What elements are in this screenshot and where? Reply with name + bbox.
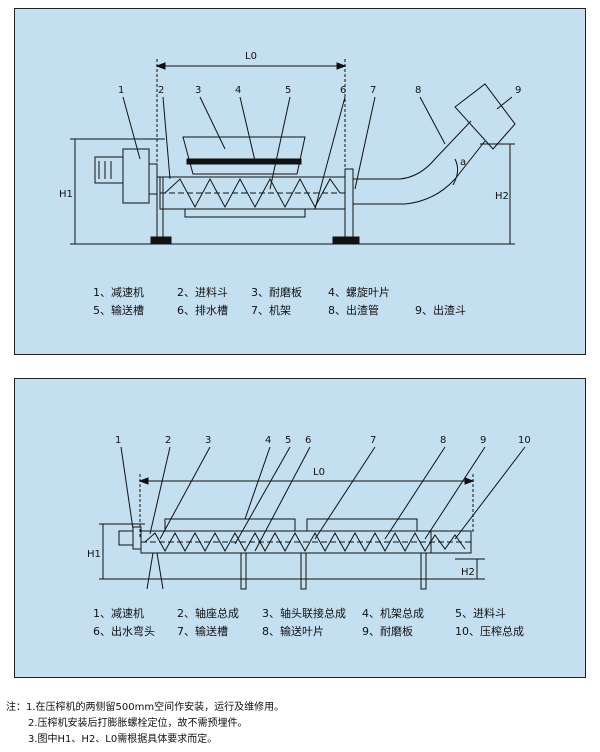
angle-label: a — [460, 157, 466, 168]
l0-label: L0 — [313, 467, 325, 478]
screw-press-diagram-panel: L0 H1 H2 1 2 3 4 5 6 7 8 9 10 1、减速机 2、轴座… — [14, 378, 586, 678]
callout-8: 8 — [415, 85, 421, 96]
legend-item: 6、排水槽 — [177, 304, 228, 317]
callout-4: 4 — [235, 85, 241, 96]
drain-trough — [184, 208, 306, 218]
l0-arrow-right — [336, 62, 347, 70]
callout-4: 4 — [265, 435, 271, 446]
callout-8: 8 — [440, 435, 446, 446]
feed-hopper-left — [164, 518, 296, 532]
callout-7: 7 — [370, 85, 376, 96]
callout-6: 6 — [340, 85, 346, 96]
bottom-legend: 1、减速机 2、轴座总成 3、轴头联接总成 4、机架总成 5、进料斗 6、出水弯… — [15, 379, 585, 677]
callout-1: 1 — [118, 85, 124, 96]
callout-1: 1 — [115, 435, 121, 446]
note-line: 2.压榨机安装后打膨胀螺栓定位，故不需预埋件。 — [28, 718, 248, 729]
callout-2: 2 — [165, 435, 171, 446]
callout-9: 9 — [480, 435, 486, 446]
h1-label: H1 — [59, 189, 73, 200]
legend-item: 8、输送叶片 — [262, 625, 324, 638]
callout-5: 5 — [285, 435, 291, 446]
angle-arc — [452, 158, 459, 186]
legend-item: 3、轴头联接总成 — [262, 607, 346, 620]
l0-label: L0 — [245, 51, 257, 62]
installation-notes: 注：1.在压榨机的两侧留500mm空间作安装，运行及维修用。 2.压榨机安装后打… — [6, 700, 284, 748]
note-line: 3.图中H1、H2、L0需根据具体要求而定。 — [28, 734, 218, 745]
h2-label: H2 — [495, 191, 509, 202]
legend-item: 7、机架 — [251, 304, 291, 317]
h1-label: H1 — [87, 549, 101, 560]
screw-conveyor-drawing: L0 H1 H2 a 1 2 3 4 5 6 7 8 9 — [59, 51, 521, 245]
feed-hopper-right — [306, 518, 418, 532]
legend-item: 4、机架总成 — [362, 607, 424, 620]
discharge-hopper — [454, 83, 516, 150]
legend-item: 9、耐磨板 — [362, 625, 413, 638]
callout-10: 10 — [518, 435, 531, 446]
legend-item: 4、螺旋叶片 — [328, 286, 390, 299]
callout-7: 7 — [370, 435, 376, 446]
callout-3: 3 — [205, 435, 211, 446]
h2-label: H2 — [461, 567, 475, 578]
legend-item: 1、减速机 — [93, 286, 144, 299]
callout-9: 9 — [515, 85, 521, 96]
note-line: 注：1.在压榨机的两侧留500mm空间作安装，运行及维修用。 — [6, 702, 285, 713]
legend-item: 10、压榨总成 — [455, 625, 524, 638]
frame-leg — [146, 552, 154, 590]
callout-3: 3 — [195, 85, 201, 96]
conveyor-flight — [144, 531, 466, 553]
screw-flight — [164, 177, 341, 209]
legend-item: 2、轴座总成 — [177, 607, 239, 620]
legend-item: 2、进料斗 — [177, 286, 228, 299]
legend-item: 3、耐磨板 — [251, 286, 302, 299]
wear-plate — [186, 158, 302, 165]
screw-press-drawing: L0 H1 H2 1 2 3 4 5 6 7 8 9 10 — [87, 435, 531, 590]
legend-item: 5、输送槽 — [93, 304, 144, 317]
legend-item: 7、输送槽 — [177, 625, 228, 638]
callout-2: 2 — [158, 85, 164, 96]
callout-6: 6 — [305, 435, 311, 446]
legend-item: 9、出渣斗 — [415, 304, 466, 317]
legend-item: 5、进料斗 — [455, 607, 506, 620]
legend-item: 6、出水弯头 — [93, 625, 155, 638]
l0-arrow-left — [155, 62, 166, 70]
callout-5: 5 — [285, 85, 291, 96]
screw-conveyor-diagram-panel: L0 H1 H2 a 1 2 3 4 5 6 7 8 9 1、减速机 2、进料斗… — [14, 8, 586, 355]
discharge-pipe-lower — [353, 120, 472, 180]
discharge-pipe-upper — [353, 140, 486, 205]
top-legend: 1、减速机 2、进料斗 3、耐磨板 4、螺旋叶片 5、输送槽 6、排水槽 7、机… — [15, 9, 585, 354]
legend-item: 1、减速机 — [93, 607, 144, 620]
legend-item: 8、出渣管 — [328, 304, 379, 317]
